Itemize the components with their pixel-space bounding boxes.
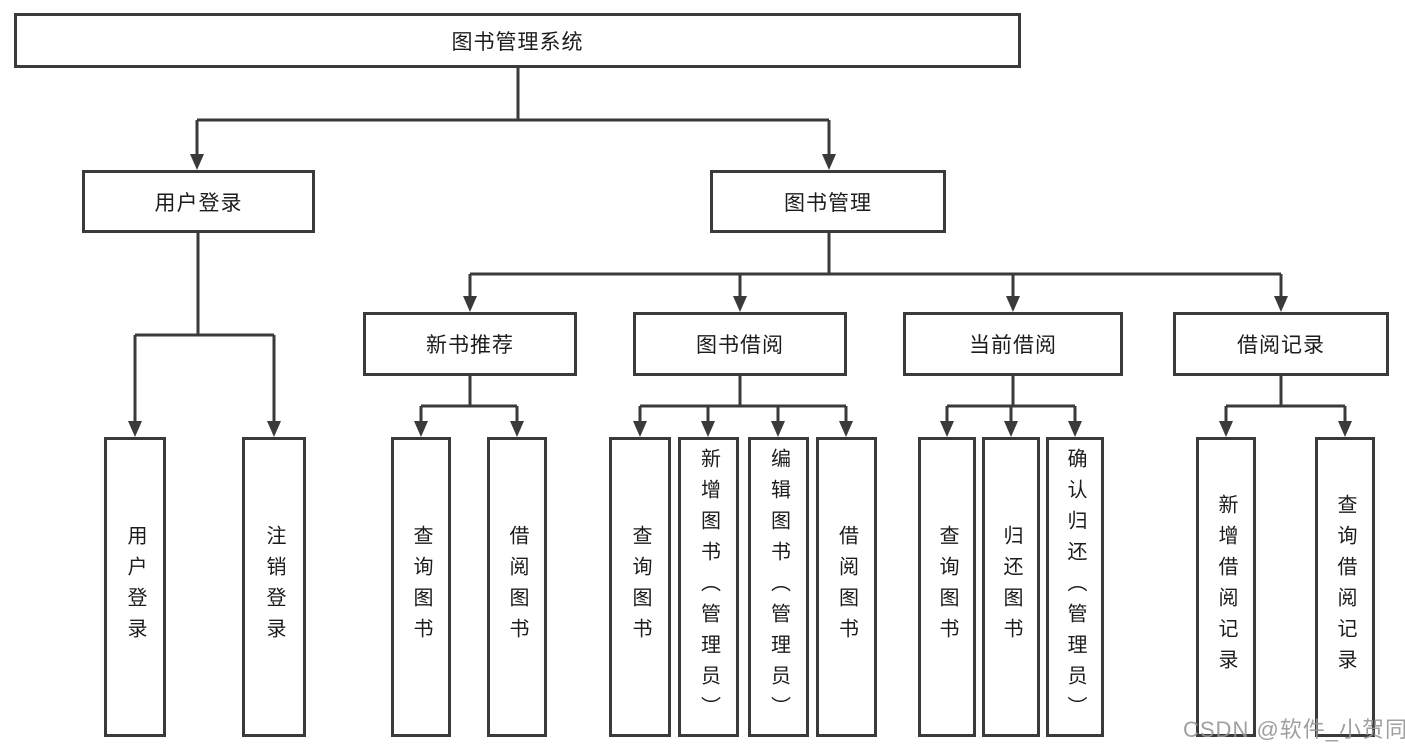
node-current-borrowing: 当前借阅 (903, 312, 1123, 376)
leaf-label: 借阅图书 (506, 525, 528, 649)
node-leaf-logout: 注销登录 (242, 437, 306, 737)
node-book-borrowing: 图书借阅 (633, 312, 847, 376)
leaf-label: 查询图书 (629, 525, 651, 649)
leaf-label: 借阅图书 (835, 525, 858, 649)
node-user-login-group: 用户登录 (82, 170, 315, 233)
leaf-label: 新增借阅记录 (1215, 494, 1237, 680)
node-leaf-newrec-borrow-books: 借阅图书 (487, 437, 547, 737)
node-leaf-newrec-query-books: 查询图书 (391, 437, 451, 737)
leaf-label: 查询图书 (410, 525, 432, 649)
csdn-watermark: CSDN @软件_小贺同学 (1183, 717, 1405, 742)
node-leaf-borrow-query-books: 查询图书 (609, 437, 671, 737)
node-leaf-records-query-record: 查询借阅记录 (1315, 437, 1375, 737)
node-leaf-current-query-books: 查询图书 (918, 437, 976, 737)
node-root: 图书管理系统 (14, 13, 1021, 68)
leaf-label: 确认归还（管理员） (1064, 447, 1086, 727)
leaf-label: 查询借阅记录 (1334, 494, 1356, 680)
node-leaf-user-login: 用户登录 (104, 437, 166, 737)
node-borrowing-records: 借阅记录 (1173, 312, 1389, 376)
leaf-label: 归还图书 (1000, 525, 1022, 649)
node-leaf-current-confirm-return-admin: 确认归还（管理员） (1046, 437, 1104, 737)
arrowheads (128, 154, 1352, 437)
node-leaf-borrow-add-books-admin: 新增图书（管理员） (678, 437, 739, 737)
leaf-label: 用户登录 (124, 525, 146, 649)
leaf-label: 查询图书 (936, 525, 958, 649)
leaf-label: 编辑图书（管理员） (767, 447, 790, 727)
node-leaf-borrow-borrow-books: 借阅图书 (816, 437, 877, 737)
node-book-management-group: 图书管理 (710, 170, 946, 233)
node-new-book-recommend: 新书推荐 (363, 312, 577, 376)
leaf-label: 注销登录 (263, 525, 285, 649)
node-leaf-records-add-record: 新增借阅记录 (1196, 437, 1256, 737)
leaf-label: 新增图书（管理员） (697, 447, 720, 727)
node-leaf-borrow-edit-books-admin: 编辑图书（管理员） (748, 437, 809, 737)
node-leaf-current-return-books: 归还图书 (982, 437, 1040, 737)
